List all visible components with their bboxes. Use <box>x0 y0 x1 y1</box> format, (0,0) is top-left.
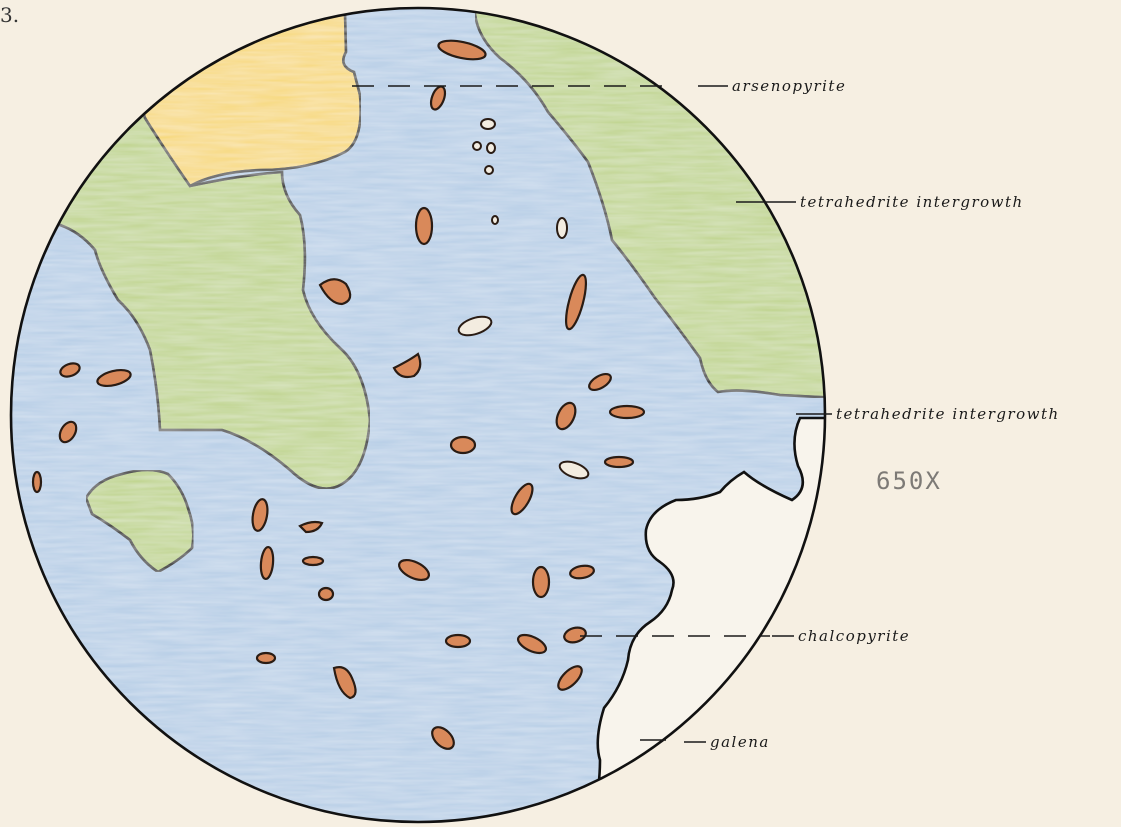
label-chalcopyrite: chalcopyrite <box>798 627 910 645</box>
label-tetrahedrite-top-group: tetrahedrite intergrowth <box>736 193 1024 211</box>
chalcopyrite-grain <box>257 653 275 663</box>
chalcopyrite-grain <box>487 143 495 153</box>
chalcopyrite-grain <box>610 406 644 418</box>
tetrahedrite-matrix <box>0 0 840 827</box>
label-tetrahedrite-mid-group: tetrahedrite intergrowth <box>796 405 1060 423</box>
label-tetrahedrite-mid: tetrahedrite intergrowth <box>836 405 1060 423</box>
chalcopyrite-grain <box>605 457 633 467</box>
chalcopyrite-grain <box>33 472 41 492</box>
chalcopyrite-grain <box>492 216 498 224</box>
chalcopyrite-grain <box>446 635 470 647</box>
label-galena: galena <box>710 733 770 751</box>
chalcopyrite-grain <box>451 437 475 453</box>
field-of-view <box>0 0 840 827</box>
magnification-label: 650X <box>876 467 942 495</box>
chalcopyrite-grain <box>473 142 481 150</box>
chalcopyrite-grain <box>485 166 493 174</box>
label-tetrahedrite-top: tetrahedrite intergrowth <box>800 193 1024 211</box>
chalcopyrite-grain <box>533 567 549 597</box>
figure-number: 3. <box>0 3 19 27</box>
chalcopyrite-grain <box>319 588 333 600</box>
chalcopyrite-grain <box>416 208 432 244</box>
label-arsenopyrite: arsenopyrite <box>732 77 846 95</box>
chalcopyrite-grain <box>481 119 495 129</box>
chalcopyrite-grain <box>557 218 567 238</box>
chalcopyrite-grain <box>303 557 323 565</box>
